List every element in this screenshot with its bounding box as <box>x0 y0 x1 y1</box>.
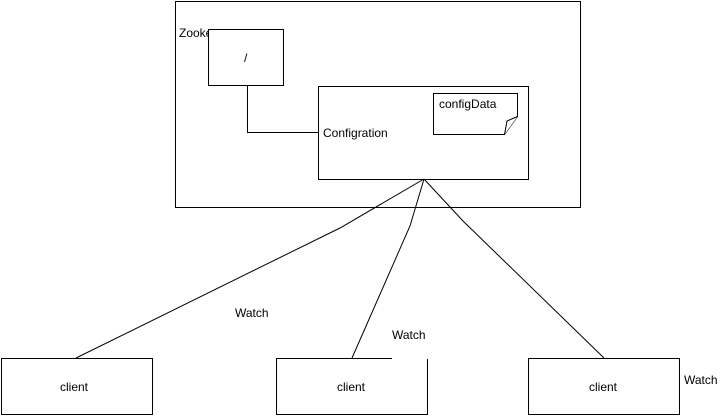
watch-label-3: Watch <box>684 373 718 387</box>
watch-line-middle <box>351 178 425 359</box>
client-label-3: client <box>589 380 618 394</box>
client-label-1: client <box>60 380 89 394</box>
client-box-2 <box>276 358 428 415</box>
watch-line-right <box>423 178 605 359</box>
watch-label-2: Watch <box>392 328 426 342</box>
client-box-1 <box>1 358 153 415</box>
client-box-3 <box>528 358 680 415</box>
configuration-node-label: Configration <box>323 126 388 140</box>
config-data-fold <box>504 116 518 135</box>
config-data-label: configData <box>439 97 497 111</box>
client-label-2: client <box>337 380 366 394</box>
root-node-label: / <box>244 51 248 65</box>
zookeeper-label: Zooke <box>179 26 213 40</box>
root-to-config-connector <box>247 85 319 133</box>
watch-line-left <box>75 178 425 359</box>
watch-label-1: Watch <box>235 306 269 320</box>
